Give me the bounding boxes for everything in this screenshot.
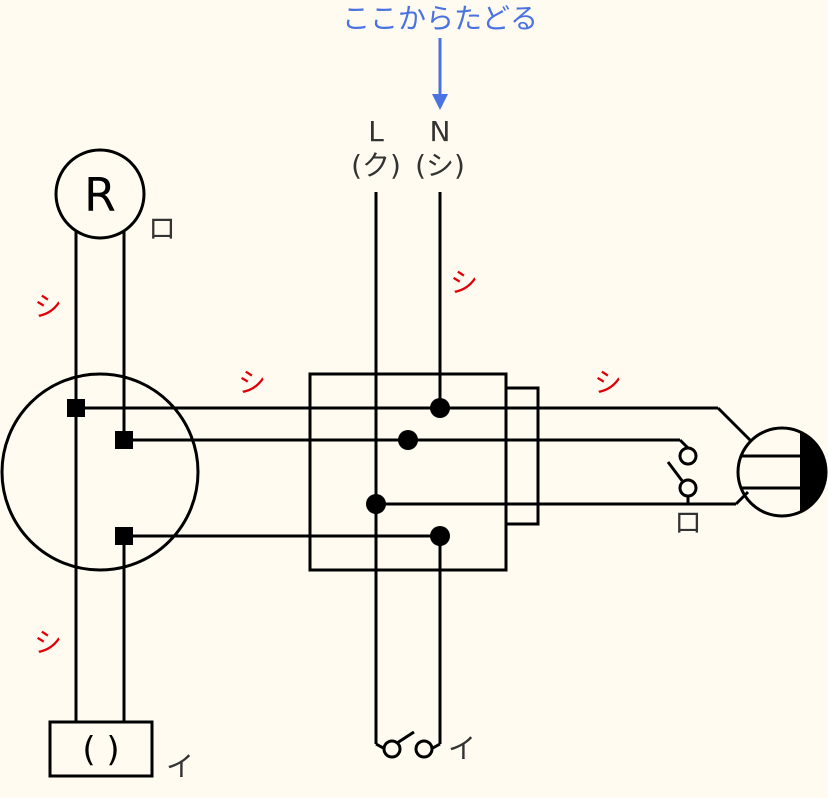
switch-lever [666,461,685,483]
neutral-terminal-label: N [430,115,451,148]
wire-mark: シ [34,626,62,659]
bottom-switch-tag: イ [448,732,476,765]
switch-lead [375,742,386,751]
switch-lead [430,742,441,751]
trace-start-label: ここからたどる [342,2,538,35]
center-junction-box [308,372,508,572]
trace-arrow-head [432,94,448,110]
connector-dot [398,430,418,450]
switch-terminal [678,446,698,466]
right-switch-tag: ロ [674,506,702,539]
line-terminal-label: L [368,115,384,148]
wire-top-to-lamp [716,406,752,442]
center-box-side-tab [504,386,540,526]
wire-mark: シ [450,266,478,299]
lamp-shaded-half [800,432,826,512]
ceiling-fixture-box [48,720,154,778]
receptacle-label: R [84,168,116,222]
wire-mark: シ [594,366,622,399]
line-wire-color-label: (ク) [351,149,401,182]
switch-lever [396,730,415,745]
connector-dot [366,494,386,514]
left-junction-box [0,372,200,572]
ceiling-fixture-symbol: ( ) [82,730,119,770]
receptacle-tag: ロ [148,212,176,245]
wire-mark: シ [238,366,266,399]
wire-to-lamp-bottom [734,490,750,506]
connector-square [115,527,133,545]
connector-dot [430,526,450,546]
lamp-symbol [736,426,828,518]
connector-square [115,431,133,449]
neutral-wire-color-label: (シ) [415,149,465,182]
connector-dot [430,398,450,418]
receptacle-symbol [54,148,146,240]
wire-mark: シ [34,290,62,323]
switch-terminal [414,739,434,759]
connector-square [67,399,85,417]
ceiling-fixture-tag: イ [166,750,194,783]
